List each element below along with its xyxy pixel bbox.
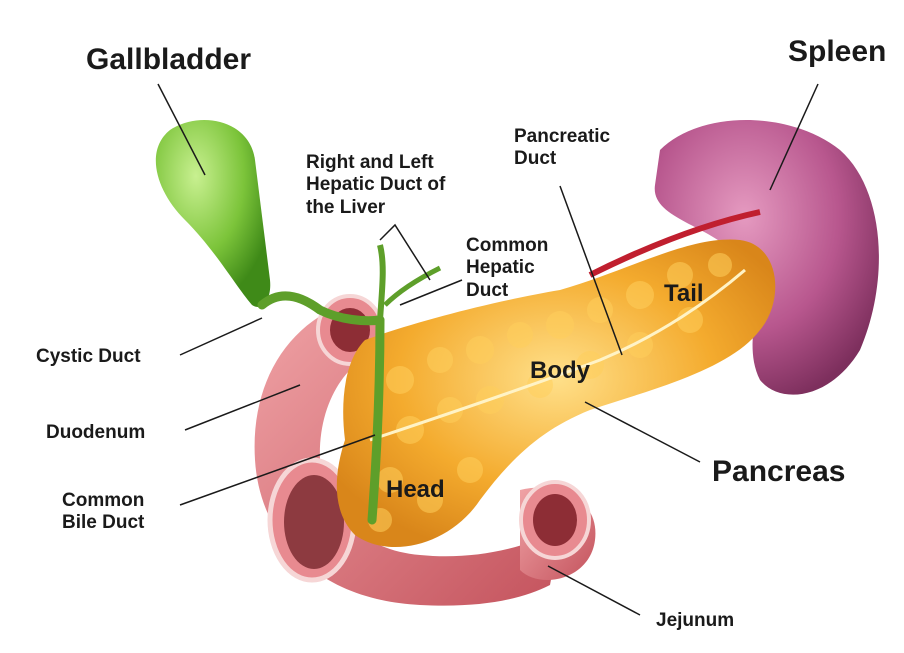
label-cystic-duct: Cystic Duct [36, 346, 141, 368]
label-tail: Tail [664, 280, 704, 308]
label-pancreatic-duct: Pancreatic Duct [514, 126, 610, 171]
label-duodenum: Duodenum [46, 422, 145, 444]
label-common-hepatic-duct: Common Hepatic Duct [466, 235, 548, 302]
label-pancreas: Pancreas [712, 454, 845, 489]
label-gallbladder: Gallbladder [86, 42, 251, 77]
gallbladder-shape [156, 120, 270, 307]
label-common-bile-duct: Common Bile Duct [62, 490, 144, 535]
label-body: Body [530, 357, 590, 385]
label-jejunum: Jejunum [656, 610, 734, 632]
label-spleen: Spleen [788, 34, 886, 69]
label-hepatic-duct: Right and Left Hepatic Duct of the Liver [306, 152, 445, 219]
label-head: Head [386, 476, 445, 504]
